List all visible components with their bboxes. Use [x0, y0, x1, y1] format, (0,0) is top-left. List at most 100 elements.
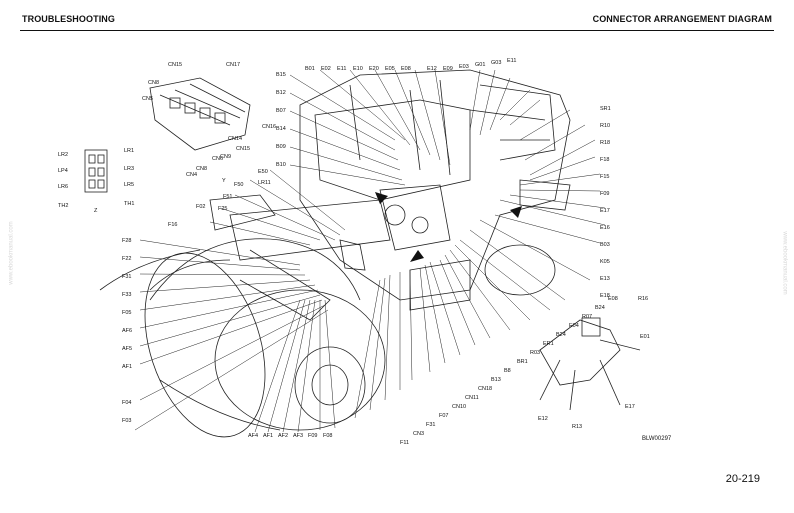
- connector-label-left_lower-2: F31: [122, 274, 131, 280]
- connector-label-top-6: E08: [401, 66, 411, 72]
- connector-label-left_lower-1: F22: [122, 256, 131, 262]
- connector-label-top-3: E10: [353, 66, 363, 72]
- connector-label-mid_left-1: F50: [234, 182, 243, 188]
- connector-label-right-27: CN3: [413, 431, 424, 437]
- connector-label-inset-3: R13: [572, 424, 582, 430]
- connector-label-right-4: F15: [600, 174, 609, 180]
- connector-label-mid_left-3: F25: [218, 206, 227, 212]
- connector-label-top-10: G01: [475, 62, 485, 68]
- connector-label-bottom-5: F08: [323, 433, 332, 439]
- connector-label-left_lower-8: F04: [122, 400, 131, 406]
- connector-label-right-0: SR1: [600, 106, 611, 112]
- connector-label-left_upper-5: B10: [276, 162, 286, 168]
- connector-label-right-7: E16: [600, 225, 610, 231]
- connector-label-bottom-2: AF2: [278, 433, 288, 439]
- connector-label-mid_left-6: LR11: [258, 180, 271, 186]
- connector-label-box-5: LR5: [124, 182, 134, 188]
- connector-label-inset-4: E17: [625, 404, 635, 410]
- connector-label-left_lower-3: F33: [122, 292, 131, 298]
- connector-label-box-3: LR3: [124, 166, 134, 172]
- connector-label-top-7: E12: [427, 66, 437, 72]
- connector-label-right-25: F07: [439, 413, 448, 419]
- connector-label-bottom-4: F09: [308, 433, 317, 439]
- connector-label-cab-6: CN15: [236, 146, 250, 152]
- diagram-title: CONNECTOR ARRANGEMENT DIAGRAM: [592, 14, 772, 24]
- connector-label-right-2: R18: [600, 140, 610, 146]
- connector-label-box-0: LR2: [58, 152, 68, 158]
- connector-label-mid_left-2: F51: [223, 194, 232, 200]
- connector-label-right-10: E13: [600, 276, 610, 282]
- connector-label-left_upper-1: B12: [276, 90, 286, 96]
- connector-label-bottom-3: AF3: [293, 433, 303, 439]
- connector-label-left_lower-9: F03: [122, 418, 131, 424]
- connector-label-cab-5: CN16: [262, 124, 276, 130]
- connector-label-mid_left-0: E50: [258, 169, 268, 175]
- connector-label-box-2: LP4: [58, 168, 68, 174]
- connector-label-cab-9: CN4: [186, 172, 197, 178]
- connector-label-right-20: B8: [504, 368, 511, 374]
- connector-label-right-1: R10: [600, 123, 610, 129]
- direction-arrows: [375, 192, 522, 262]
- connector-label-left_lower-0: F28: [122, 238, 131, 244]
- figure-code: BLW00297: [642, 436, 672, 442]
- connector-label-cab-0: CN15: [168, 62, 182, 68]
- connector-label-left_upper-4: B09: [276, 144, 286, 150]
- connector-label-right-18: R03: [530, 350, 540, 356]
- machine-drawing: [99, 69, 571, 438]
- connector-label-cab-11: Y: [222, 178, 226, 184]
- connector-label-bottom-1: AF1: [263, 433, 273, 439]
- connector-label-right-16: B24: [556, 332, 566, 338]
- connector-label-top-4: E20: [369, 66, 379, 72]
- connector-label-right-26: F31: [426, 422, 435, 428]
- connector-label-right-8: B03: [600, 242, 610, 248]
- connector-label-left_upper-0: B15: [276, 72, 286, 78]
- connector-label-right-15: E04: [569, 323, 579, 329]
- cab-connector-cluster: [149, 77, 251, 151]
- connector-label-box-1: LR1: [124, 148, 134, 154]
- connector-label-box-6: TH2: [58, 203, 68, 209]
- connector-label-mid_left-5: F16: [168, 222, 177, 228]
- connector-label-right-19: BR1: [517, 359, 528, 365]
- inset-detail: [539, 317, 641, 411]
- section-title: TROUBLESHOOTING: [22, 14, 115, 24]
- connector-label-inset-0: R16: [638, 296, 648, 302]
- connector-label-right-28: F11: [400, 440, 409, 446]
- connector-label-left_upper-2: B07: [276, 108, 286, 114]
- relay-box: [84, 149, 108, 193]
- header-rule: [20, 30, 774, 31]
- connector-label-right-23: CN11: [465, 395, 479, 401]
- connector-label-cab-7: CN6: [212, 156, 223, 162]
- connector-label-mid_left-4: F02: [196, 204, 205, 210]
- connector-label-top-9: E03: [459, 64, 469, 70]
- connector-label-box-7: TH1: [124, 201, 134, 207]
- connector-label-top-12: E11: [507, 58, 516, 64]
- connector-label-left_lower-4: F05: [122, 310, 131, 316]
- connector-label-right-12: E08: [608, 296, 618, 302]
- connector-label-cab-2: CN8: [148, 80, 159, 86]
- connector-label-top-1: E02: [321, 66, 331, 72]
- connector-label-right-3: F18: [600, 157, 609, 163]
- connector-label-right-22: CN18: [478, 386, 492, 392]
- connector-label-cab-1: CN17: [226, 62, 240, 68]
- connector-label-right-24: CN10: [452, 404, 466, 410]
- connector-label-box-4: LR6: [58, 184, 68, 190]
- connector-label-left_lower-6: AF5: [122, 346, 132, 352]
- connector-label-box-8: Z: [94, 208, 98, 214]
- connector-label-top-2: E11: [337, 66, 346, 72]
- connector-label-right-14: R07: [582, 314, 592, 320]
- connector-label-right-11: E18: [600, 293, 610, 299]
- leader-lines: [134, 69, 606, 433]
- connector-label-inset-1: E01: [640, 334, 650, 340]
- connector-label-right-5: F09: [600, 191, 609, 197]
- connector-label-cab-10: CN9: [220, 154, 231, 160]
- connector-label-bottom-0: AF4: [248, 433, 258, 439]
- connector-label-cab-3: CN5: [142, 96, 153, 102]
- connector-label-top-5: E05: [385, 66, 395, 72]
- connector-label-right-9: K05: [600, 259, 610, 265]
- connector-label-right-6: E17: [600, 208, 610, 214]
- connector-label-top-0: B01: [305, 66, 315, 72]
- connector-label-left_upper-3: B14: [276, 126, 286, 132]
- connector-label-left_lower-7: AF1: [122, 364, 132, 370]
